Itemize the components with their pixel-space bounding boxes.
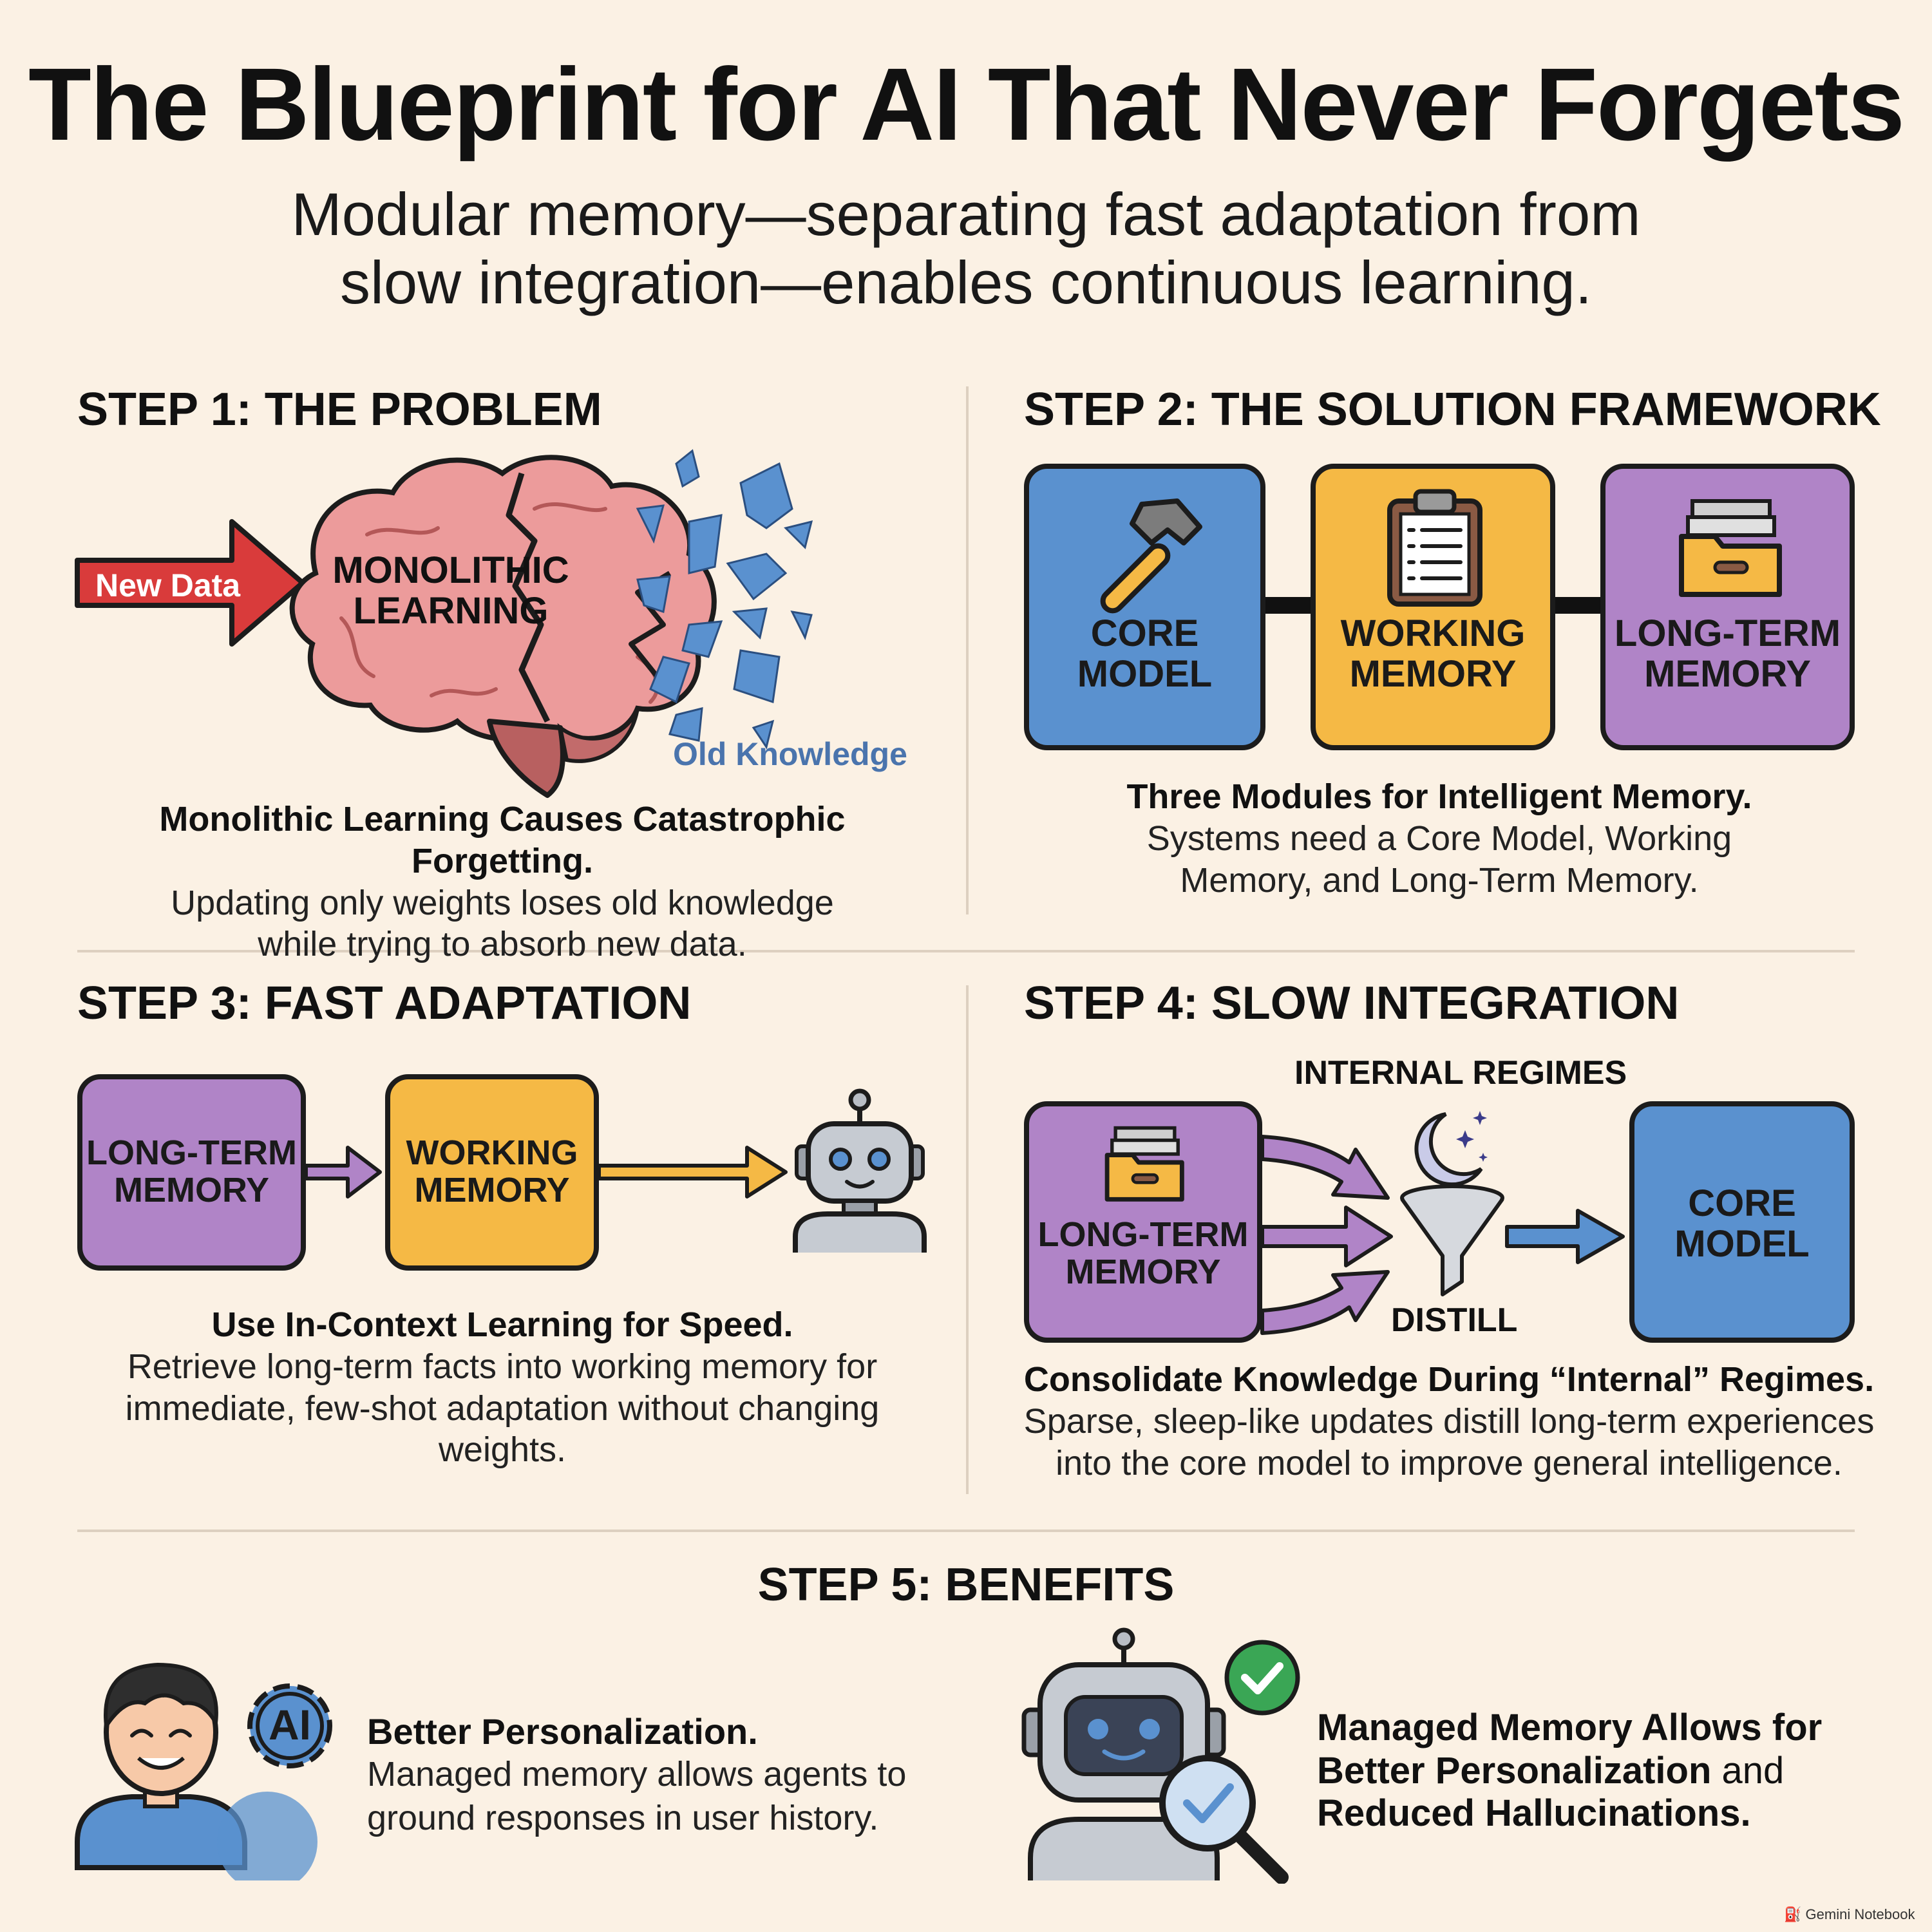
step2-heading: STEP 2: THE SOLUTION FRAMEWORK [1024, 384, 1881, 435]
page-title: The Blueprint for AI That Never Forgets [28, 46, 1905, 162]
step3-long-term-memory-box: LONG-TERM MEMORY [77, 1074, 306, 1271]
divider-horizontal-1 [77, 950, 1855, 952]
step4-distill-flow [1260, 1111, 1625, 1335]
knowledge-fragments-icon [636, 449, 813, 750]
new-data-label: New Data [95, 567, 241, 603]
step3-ltm-label-line-1: LONG-TERM [86, 1133, 297, 1172]
watermark: ⛽ Gemini Notebook [1784, 1906, 1915, 1923]
step3-caption: Use In-Context Learning for Speed. Retri… [77, 1304, 927, 1471]
ai-gear-icon [247, 1683, 332, 1768]
connector-working-longterm [1552, 597, 1604, 614]
clipboard-icon [1387, 489, 1482, 607]
ai-gear-label: AI [269, 1701, 311, 1748]
arrow-right-icon [304, 1146, 382, 1198]
step4-core-model-box: CORE MODEL [1629, 1101, 1855, 1343]
step2-caption-title: Three Modules for Intelligent Memory. [1126, 777, 1752, 816]
module-core-model: CORE MODEL [1024, 464, 1265, 750]
brain-icon [289, 455, 717, 798]
step1-caption-body: Updating only weights loses old knowledg… [171, 883, 834, 964]
benefit2-part3: and [1711, 1749, 1785, 1792]
long-term-memory-label-line-1: LONG-TERM [1614, 612, 1841, 654]
curved-arrows-icon [1260, 1135, 1393, 1335]
step4-core-label-line-1: CORE [1688, 1182, 1796, 1224]
step4-caption-body: Sparse, sleep-like updates distill long-… [1023, 1401, 1875, 1482]
step5-heading: STEP 5: BENEFITS [757, 1559, 1175, 1611]
divider-vertical-top [966, 386, 969, 914]
step4-caption: Consolidate Knowledge During “Internal” … [1011, 1359, 1887, 1484]
step2-caption-body: Systems need a Core Model, Working Memor… [1146, 819, 1732, 900]
long-term-memory-label-line-2: MEMORY [1644, 652, 1811, 695]
divider-horizontal-2 [77, 1530, 1855, 1532]
benefit2-part1: Managed Memory Allows for [1317, 1707, 1823, 1748]
benefit-reduced-hallucinations: Managed Memory Allows for Better Persona… [1317, 1707, 1897, 1835]
old-knowledge-label: Old Knowledge [673, 736, 907, 772]
arrow-right-icon [1505, 1209, 1625, 1264]
step4-long-term-memory-box: LONG-TERM MEMORY [1024, 1101, 1262, 1343]
working-memory-label-line-1: WORKING [1340, 612, 1526, 654]
step3-caption-title: Use In-Context Learning for Speed. [211, 1305, 793, 1344]
step1-illustration [75, 449, 813, 798]
watermark-text: Gemini Notebook [1805, 1906, 1915, 1922]
step4-core-label-line-2: MODEL [1674, 1222, 1810, 1265]
step1-heading: STEP 1: THE PROBLEM [77, 384, 602, 435]
benefit-personalization: Better Personalization. Managed memory a… [367, 1710, 947, 1840]
arrow-right-long-icon [597, 1146, 788, 1198]
folder-icon [1104, 1126, 1184, 1202]
user-avatar-icon [75, 1662, 247, 1870]
hammer-icon [1100, 498, 1202, 614]
step1-caption: Monolithic Learning Causes Catastrophic … [64, 799, 940, 965]
step3-caption-body: Retrieve long-term facts into working me… [125, 1347, 880, 1470]
working-memory-label-line-2: MEMORY [1349, 652, 1517, 695]
robot-icon [793, 1088, 927, 1253]
divider-vertical-middle [966, 985, 969, 1494]
subtitle-line-1: Modular memory—separating fast adaptatio… [291, 180, 1641, 248]
step3-working-memory-box: WORKING MEMORY [385, 1074, 599, 1271]
step4-heading: STEP 4: SLOW INTEGRATION [1024, 978, 1680, 1029]
monolithic-learning-label: MONOLITHIC LEARNING [309, 549, 592, 632]
distill-label: DISTILL [1391, 1302, 1518, 1339]
step3-ltm-label-line-2: MEMORY [114, 1171, 269, 1210]
checkmark-badge-icon [1224, 1640, 1300, 1716]
step3-heading: STEP 3: FAST ADAPTATION [77, 978, 692, 1029]
benefit2-part2: Better Personalization [1317, 1749, 1712, 1792]
gemini-logo-icon: ⛽ [1784, 1906, 1806, 1922]
module-long-term-memory: LONG-TERM MEMORY [1600, 464, 1855, 750]
blue-bubble-icon [217, 1792, 317, 1880]
funnel-icon [1400, 1184, 1504, 1296]
step2-caption: Three Modules for Intelligent Memory. Sy… [1024, 776, 1855, 901]
subtitle-line-2: slow integration—enables continuous lear… [340, 249, 1592, 317]
step3-wm-label-line-2: MEMORY [414, 1171, 570, 1210]
page-subtitle: Modular memory—separating fast adaptatio… [193, 180, 1739, 317]
internal-regimes-label: INTERNAL REGIMES [1294, 1054, 1627, 1092]
benefit1-body: Managed memory allows agents to ground r… [367, 1755, 907, 1837]
step4-ltm-label-line-2: MEMORY [1065, 1253, 1221, 1292]
module-working-memory: WORKING MEMORY [1311, 464, 1555, 750]
core-model-label-line-2: MODEL [1077, 652, 1213, 695]
folder-icon [1679, 499, 1782, 597]
magnifier-check-icon [1159, 1755, 1289, 1884]
connector-core-working [1262, 597, 1314, 614]
robot-verification-illustration [1021, 1627, 1300, 1884]
step4-ltm-label-line-1: LONG-TERM [1037, 1215, 1249, 1254]
step4-caption-title: Consolidate Knowledge During “Internal” … [1023, 1360, 1875, 1399]
moon-icon [1414, 1111, 1488, 1187]
benefit1-title: Better Personalization. [367, 1711, 758, 1752]
user-with-ai-illustration [75, 1662, 332, 1880]
step3-wm-label-line-1: WORKING [406, 1133, 578, 1172]
new-data-arrow-icon [75, 519, 305, 647]
step1-caption-title: Monolithic Learning Causes Catastrophic … [159, 800, 846, 880]
monolithic-label-line-1: MONOLITHIC [332, 549, 569, 591]
benefit2-part4: Reduced Hallucinations. [1317, 1792, 1751, 1835]
core-model-label-line-1: CORE [1090, 612, 1199, 654]
step3-arrows [304, 1146, 788, 1198]
monolithic-label-line-2: LEARNING [353, 589, 549, 632]
